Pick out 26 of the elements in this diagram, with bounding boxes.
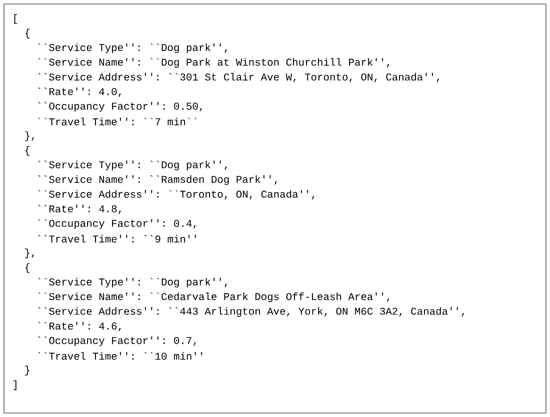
code-line: ``Travel Time'': ``7 min`` — [38, 118, 196, 126]
code-line: ``Service Address'': ``Toronto, ON, Canada'', — [38, 190, 314, 200]
code-line: { — [25, 263, 30, 273]
code-line: ``Service Type'': ``Dog park'', — [38, 160, 227, 170]
code-line: ``Service Type'': ``Dog park'', — [38, 43, 227, 54]
code-line: ``Service Type'': ``Dog park'', — [38, 278, 227, 288]
code-line: ``Occupancy Factor'': 0.50, — [38, 102, 202, 112]
code-line: ``Rate'': 4.0, — [38, 88, 121, 97]
code-line: ``Service Address'': ``301 St Clair Ave W, Toronto, ON, Canada'', — [38, 72, 440, 82]
code-line: { — [25, 146, 30, 156]
code-line: ``Service Name'': ``Cedarvale Park Dogs Off-Leash Area'', — [38, 292, 390, 302]
code-line: ``Occupancy Factor'': 0.4, — [38, 219, 196, 229]
code-line: ``Service Address'': ``443 Arlington Ave, York, ON M6C 3A2, Canada'', — [38, 307, 464, 317]
code-line: { — [25, 28, 30, 38]
code-line: ``Occupancy Factor'': 0.7, — [38, 336, 196, 346]
code-line: [ — [14, 14, 18, 24]
code-line: }, — [25, 248, 34, 258]
code-line: } — [25, 366, 30, 376]
code-line: ``Travel Time'': ``10 min'' — [38, 352, 202, 360]
code-line: ] — [14, 380, 16, 390]
code-line: ``Rate'': 4.6, — [38, 322, 121, 332]
code-line: ``Travel Time'': ``9 min'' — [38, 234, 196, 243]
code-line: ``Service Name'': ``Dog Park at Winston Churchill Park'', — [38, 58, 390, 68]
code-line: ``Service Name'': ``Ramsden Dog Park'', — [38, 175, 277, 185]
code-line: ``Rate'': 4.8, — [38, 204, 121, 214]
code-line: }, — [25, 131, 34, 142]
